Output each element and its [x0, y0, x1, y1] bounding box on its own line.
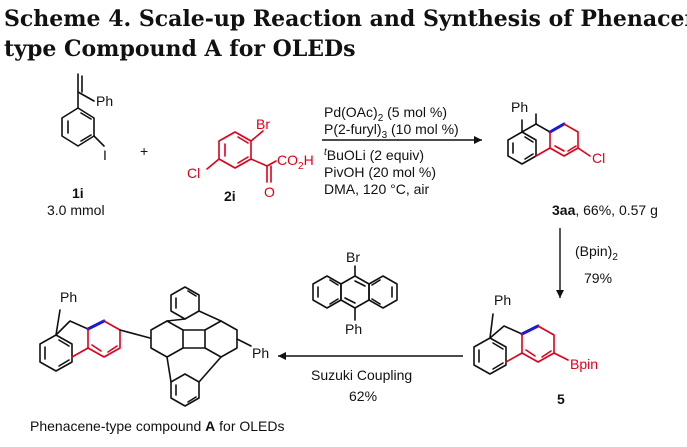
plus-sign: + — [140, 143, 148, 159]
reactant-1i-structure — [61, 73, 105, 147]
product-5-structure — [473, 313, 569, 375]
reactant-2i-structure — [206, 130, 277, 183]
bromophenylanthracene-structure — [312, 265, 398, 321]
step3-reaction-name: Suzuki Coupling — [311, 367, 412, 383]
step2-reagent: (Bpin)2 — [575, 243, 618, 263]
reactant-1i-id: 1i — [72, 185, 84, 201]
condition-base: tBuOLi (2 equiv) — [324, 147, 424, 163]
condition-additive: PivOH (20 mol %) — [324, 164, 436, 180]
reactant-1i-ph-label: Ph — [96, 93, 113, 109]
reactant-2i-id: 2i — [224, 188, 236, 204]
reactant-2i-oxo-label: O — [264, 184, 275, 200]
condition-catalyst: Pd(OAc)2 (5 mol %) — [324, 104, 447, 124]
reactant-2i-bromo-label: Br — [256, 116, 270, 132]
anthracene-ph-label: Ph — [345, 321, 362, 337]
product-3aa-chloro-label: Cl — [592, 150, 605, 166]
product-5-bpin-label: Bpin — [570, 356, 598, 372]
compound-a-structure — [39, 286, 252, 407]
reactant-1i-amount: 3.0 mmol — [47, 202, 105, 218]
reactant-2i-co2h-label: CO2H — [277, 152, 314, 172]
scheme-title-line2: type Compound A for OLEDs — [4, 36, 356, 62]
condition-solvent-temp: DMA, 120 °C, air — [324, 181, 430, 197]
reactant-2i-chloro-label: Cl — [187, 165, 200, 181]
step2-yield: 79% — [584, 270, 612, 286]
condition-ligand: P(2-furyl)3 (10 mol %) — [324, 121, 459, 141]
compound-a-ph-label-2: Ph — [252, 345, 269, 361]
reactant-1i-iodo-label: I — [103, 147, 107, 163]
anthracene-bromo-label: Br — [346, 249, 360, 265]
product-3aa-structure — [507, 113, 591, 165]
step3-yield: 62% — [349, 388, 377, 404]
scheme-title-line1: Scheme 4. Scale-up Reaction and Synthesi… — [4, 6, 687, 32]
product-3aa-ph-label: Ph — [511, 99, 528, 115]
product-3aa-caption: 3aa, 66%, 0.57 g — [552, 202, 658, 218]
compound-a-caption: Phenacene-type compound A for OLEDs — [30, 418, 285, 434]
product-5-id: 5 — [557, 391, 565, 407]
product-5-ph-label: Ph — [494, 292, 511, 308]
compound-a-ph-label-1: Ph — [60, 289, 77, 305]
